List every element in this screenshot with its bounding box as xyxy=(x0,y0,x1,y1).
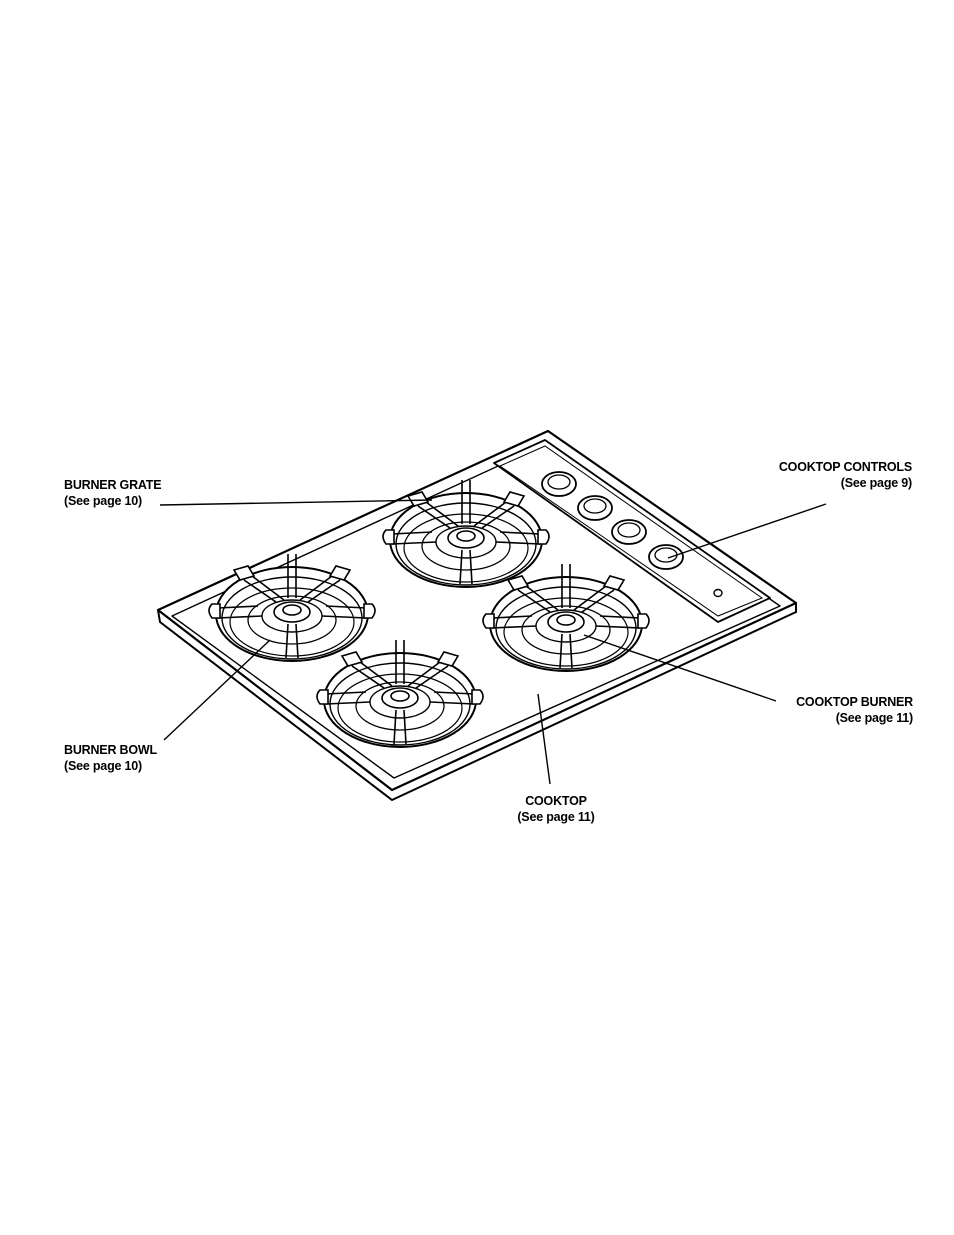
burner-front-left xyxy=(317,640,483,747)
callout-page-ref: (See page 11) xyxy=(760,710,913,726)
burner-left xyxy=(209,554,375,661)
control-knob[interactable] xyxy=(612,520,646,544)
callout-page-ref: (See page 10) xyxy=(64,493,161,509)
control-knob[interactable] xyxy=(578,496,612,520)
callout-label: COOKTOP xyxy=(525,794,587,808)
callout-label: COOKTOP CONTROLS xyxy=(779,460,912,474)
callout-label: BURNER GRATE xyxy=(64,478,161,492)
indicator-light xyxy=(714,590,722,597)
callout-cooktop-burner: COOKTOP BURNER (See page 11) xyxy=(760,694,913,726)
control-knob[interactable] xyxy=(542,472,576,496)
callout-burner-bowl: BURNER BOWL (See page 10) xyxy=(64,742,157,774)
callout-label: COOKTOP BURNER xyxy=(796,695,913,709)
control-knob[interactable] xyxy=(649,545,683,569)
callout-page-ref: (See page 9) xyxy=(740,475,912,491)
callout-label: BURNER BOWL xyxy=(64,743,157,757)
burner-rear-right xyxy=(383,480,549,587)
callout-cooktop: COOKTOP (See page 11) xyxy=(498,793,614,825)
callout-burner-grate: BURNER GRATE (See page 10) xyxy=(64,477,161,509)
burner-front-right xyxy=(483,564,649,671)
callout-cooktop-controls: COOKTOP CONTROLS (See page 9) xyxy=(740,459,912,491)
callout-page-ref: (See page 11) xyxy=(498,809,614,825)
callout-page-ref: (See page 10) xyxy=(64,758,157,774)
